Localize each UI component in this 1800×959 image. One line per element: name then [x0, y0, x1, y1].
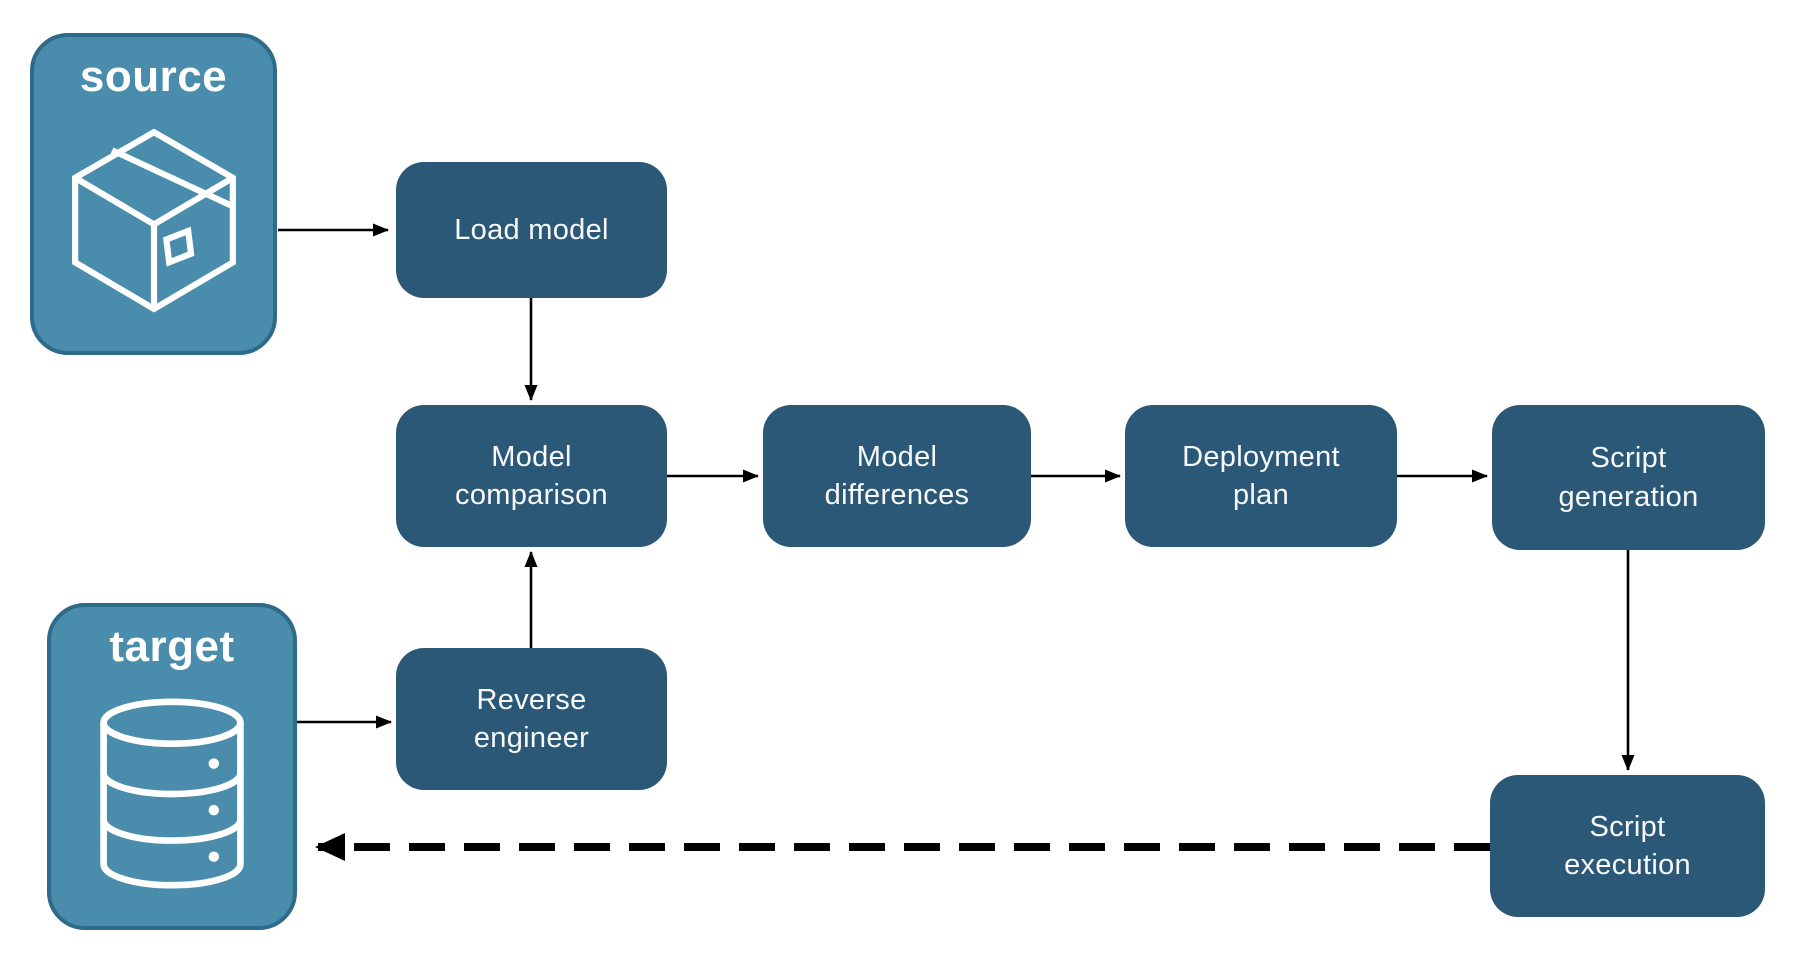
node-script-generation: Script generation: [1492, 405, 1765, 550]
node-script-execution-label: Script execution: [1564, 810, 1691, 881]
package-icon: [59, 101, 249, 351]
node-load-model-label: Load model: [454, 213, 609, 246]
node-script-generation-label: Script generation: [1558, 442, 1699, 513]
entity-target: target: [47, 603, 297, 930]
node-reverse-engineer-label: Reverse engineer: [473, 683, 590, 754]
source-label: source: [79, 52, 228, 101]
node-load-model: Load model: [396, 162, 667, 298]
node-deployment-plan: Deployment plan: [1125, 405, 1397, 547]
target-label: target: [109, 622, 235, 671]
node-model-differences-label: Model differences: [824, 440, 970, 511]
node-model-comparison: Model comparison: [396, 405, 667, 547]
node-script-execution: Script execution: [1490, 775, 1765, 917]
entity-source: source: [30, 33, 277, 355]
node-model-comparison-label: Model comparison: [455, 440, 608, 511]
node-deployment-plan-label: Deployment plan: [1182, 440, 1340, 511]
database-icon: [96, 671, 248, 926]
node-reverse-engineer: Reverse engineer: [396, 648, 667, 790]
node-model-differences: Model differences: [763, 405, 1031, 547]
